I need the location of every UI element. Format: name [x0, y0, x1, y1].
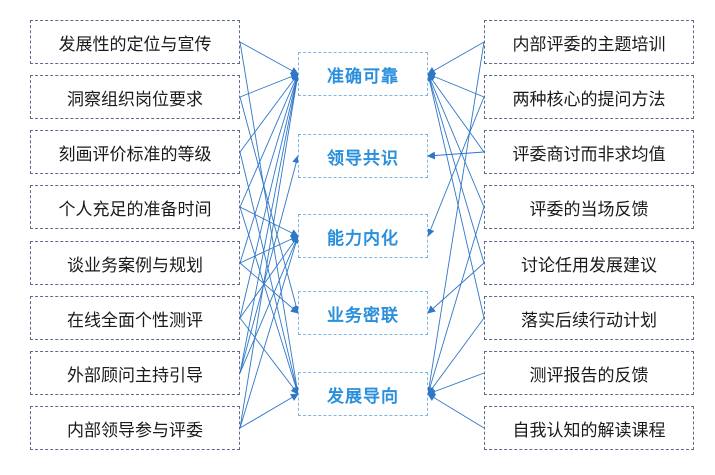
connector-left-to-center	[239, 235, 300, 429]
connector-left-to-center	[239, 96, 301, 314]
left-item-label: 内部领导参与评委	[67, 420, 203, 441]
connector-right-to-center	[427, 372, 485, 396]
left-item: 外部顾问主持引导	[30, 351, 240, 395]
left-item: 谈业务案例与规划	[30, 241, 240, 285]
right-item: 测评报告的反馈	[484, 351, 694, 395]
connector-left-to-center	[239, 206, 300, 395]
left-item-label: 个人充足的准备时间	[58, 199, 212, 220]
left-item-label: 外部顾问主持引导	[67, 365, 203, 386]
connector-right-to-center	[426, 206, 485, 395]
right-item-label: 自我认知的解读课程	[512, 420, 666, 441]
right-item: 内部评委的主题培训	[484, 20, 694, 64]
center-node-label: 业务密联	[327, 305, 399, 326]
left-item-label: 洞察组织岗位要求	[67, 89, 203, 110]
connector-left-to-center	[239, 317, 299, 395]
connector-left-to-center	[239, 73, 301, 429]
right-item-label: 讨论任用发展建议	[521, 255, 657, 276]
left-item-label: 谈业务案例与规划	[67, 255, 203, 276]
left-item: 内部领导参与评委	[30, 406, 240, 450]
connector-left-to-center	[239, 41, 301, 395]
connector-left-to-center	[239, 72, 299, 98]
right-item-label: 评委商讨而非求均值	[512, 144, 666, 165]
connector-right-to-center	[427, 41, 485, 75]
center-node: 领导共识	[298, 134, 428, 178]
connector-right-to-center	[427, 393, 485, 429]
right-item: 两种核心的提问方法	[484, 75, 694, 119]
connector-right-to-center	[427, 73, 485, 208]
connector-right-to-center	[427, 72, 485, 98]
left-item: 洞察组织岗位要求	[30, 75, 240, 119]
left-item: 个人充足的准备时间	[30, 185, 240, 229]
connector-left-to-center	[239, 73, 300, 264]
center-node-label: 领导共识	[327, 148, 399, 169]
connector-left-to-center	[239, 73, 301, 374]
left-item: 刻画评价标准的等级	[30, 130, 240, 174]
right-item: 评委的当场反馈	[484, 185, 694, 229]
center-node: 能力内化	[298, 214, 428, 258]
connector-left-to-center	[239, 73, 299, 153]
right-item: 自我认知的解读课程	[484, 406, 694, 450]
connector-right-to-center	[426, 73, 485, 264]
connector-right-to-center	[427, 151, 485, 160]
center-node-label: 准确可靠	[327, 66, 399, 87]
connector-left-to-center	[239, 155, 301, 374]
left-item-label: 在线全面个性测评	[67, 310, 203, 331]
left-item-label: 刻画评价标准的等级	[58, 144, 212, 165]
connector-left-to-center	[239, 73, 301, 319]
connector-right-to-center	[425, 41, 485, 395]
connector-right-to-center	[426, 96, 485, 237]
right-item-label: 内部评委的主题培训	[512, 34, 666, 55]
right-item-label: 两种核心的提问方法	[512, 89, 666, 110]
right-item-label: 测评报告的反馈	[529, 365, 649, 386]
right-item-label: 评委的当场反馈	[529, 199, 649, 220]
left-item-label: 发展性的定位与宣传	[58, 34, 212, 55]
right-item: 讨论任用发展建议	[484, 241, 694, 285]
connector-left-to-center	[239, 235, 299, 319]
connector-left-to-center	[239, 73, 299, 208]
connector-right-to-center	[427, 317, 485, 395]
center-node-label: 发展导向	[327, 386, 399, 407]
center-node-label: 能力内化	[327, 228, 399, 249]
right-item: 落实后续行动计划	[484, 296, 694, 340]
center-node: 发展导向	[298, 372, 428, 416]
center-node: 业务密联	[298, 291, 428, 335]
left-item: 发展性的定位与宣传	[30, 20, 240, 64]
connector-left-to-center	[239, 393, 299, 429]
connector-right-to-center	[427, 73, 485, 153]
connector-left-to-center	[239, 151, 301, 395]
connector-left-to-center	[239, 262, 299, 314]
connector-left-to-center	[239, 41, 299, 75]
right-item: 评委商讨而非求均值	[484, 130, 694, 174]
left-item: 在线全面个性测评	[30, 296, 240, 340]
connector-right-to-center	[425, 73, 485, 319]
center-node: 准确可靠	[298, 52, 428, 96]
connector-left-to-center	[239, 235, 299, 374]
connector-right-to-center	[427, 262, 485, 314]
right-item-label: 落实后续行动计划	[521, 310, 657, 331]
